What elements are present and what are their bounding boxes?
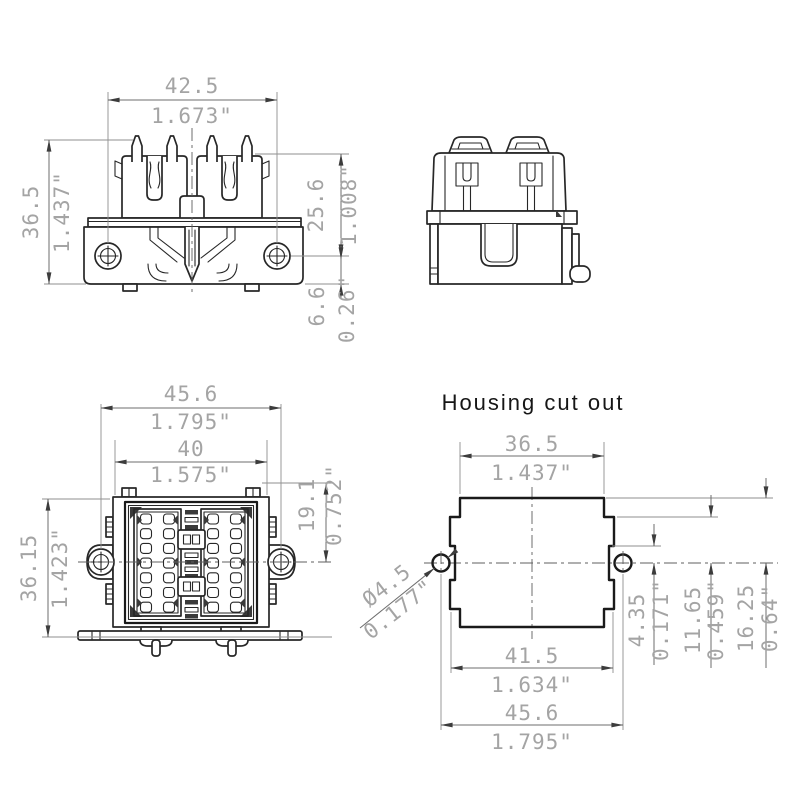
front-view-dimensions: 42.5 1.673" 36.5 1.437" 25.6 1.008" 6.6 …	[19, 74, 361, 343]
cutout-title: Housing cut out	[442, 390, 625, 415]
front-view-body-details	[122, 226, 260, 292]
dim-front-hole-span-metric: 42.5	[165, 74, 220, 98]
dim-cutout-hole-span-inch: 1.795"	[491, 730, 573, 754]
dim-cutout-wing-offset-inch: 0.459"	[704, 579, 728, 661]
bottom-view-corner-keys	[130, 507, 252, 617]
front-view-screw-hole-left	[94, 242, 122, 270]
side-view-lower-body	[429, 223, 563, 285]
dim-cutout-wing-offset-metric: 11.65	[681, 586, 705, 654]
dim-front-lower-inch: 0.26"	[335, 275, 359, 343]
bottom-view-contact-block-right	[200, 508, 249, 617]
dim-front-height-inch: 1.437"	[50, 171, 74, 253]
side-view	[426, 136, 591, 285]
dim-bottom-hole-offset-metric: 19.1	[295, 478, 319, 533]
side-view-ledge	[426, 210, 578, 225]
side-view-upper-body	[431, 152, 567, 212]
dim-cutout-half-height-inch: 0.64"	[758, 584, 782, 652]
cutout-outline	[448, 496, 616, 629]
cutout-dimensions: 36.5 1.437" Ø4.5 0.177" 4.35 0.171" 11.6…	[358, 432, 782, 754]
front-view-flange	[87, 217, 302, 228]
bottom-view-dimensions: 45.6 1.795" 40 1.575" 36.15 1.423" 19.1 …	[17, 382, 346, 638]
dim-front-height-metric: 36.5	[19, 185, 43, 240]
dim-front-upper-metric: 25.6	[304, 178, 328, 233]
dim-bottom-height-metric: 36.15	[17, 534, 41, 602]
cutout-hole-left	[431, 551, 451, 575]
side-view-bracket	[561, 227, 591, 285]
dim-cutout-top-width-inch: 1.437"	[491, 461, 573, 485]
bottom-view-flange	[77, 626, 303, 657]
dim-cutout-wing-width-metric: 41.5	[505, 644, 560, 668]
dim-bottom-ear-span-metric: 45.6	[164, 382, 219, 406]
dim-cutout-notch-offset-inch: 0.171"	[649, 579, 673, 661]
bottom-view-center-ladder	[177, 510, 206, 619]
dim-front-hole-span-inch: 1.673"	[151, 104, 233, 128]
front-view-pin-towers	[114, 135, 270, 219]
dim-cutout-top-width-metric: 36.5	[505, 432, 560, 456]
dim-bottom-hole-offset-inch: 0.752"	[322, 464, 346, 546]
dim-bottom-body-width-metric: 40	[177, 437, 204, 461]
bottom-view-contact-block-left	[133, 508, 182, 617]
housing-cutout-view: Housing cut out 36.5 1.437" Ø4.5 0.177"	[358, 390, 782, 754]
side-view-domes	[448, 136, 550, 154]
dim-front-upper-inch: 1.008"	[337, 164, 361, 246]
dim-front-lower-metric: 6.6	[305, 286, 329, 327]
cutout-hole-right	[613, 551, 633, 575]
dim-cutout-half-height-metric: 16.25	[734, 584, 758, 652]
dim-bottom-body-width-inch: 1.575"	[150, 463, 232, 487]
dim-bottom-ear-span-inch: 1.795"	[150, 410, 232, 434]
dim-bottom-height-inch: 1.423"	[48, 527, 72, 609]
bottom-view: 45.6 1.795" 40 1.575" 36.15 1.423" 19.1 …	[17, 382, 346, 657]
dim-cutout-notch-offset-metric: 4.35	[625, 593, 649, 648]
front-view-screw-hole-right	[263, 242, 291, 270]
front-view: 42.5 1.673" 36.5 1.437" 25.6 1.008" 6.6 …	[19, 74, 361, 343]
dim-cutout-hole-span-metric: 45.6	[505, 701, 560, 725]
side-view-latch-channels	[444, 155, 554, 212]
dim-cutout-wing-width-inch: 1.634"	[491, 673, 573, 697]
bottom-view-top-feet	[121, 487, 261, 498]
